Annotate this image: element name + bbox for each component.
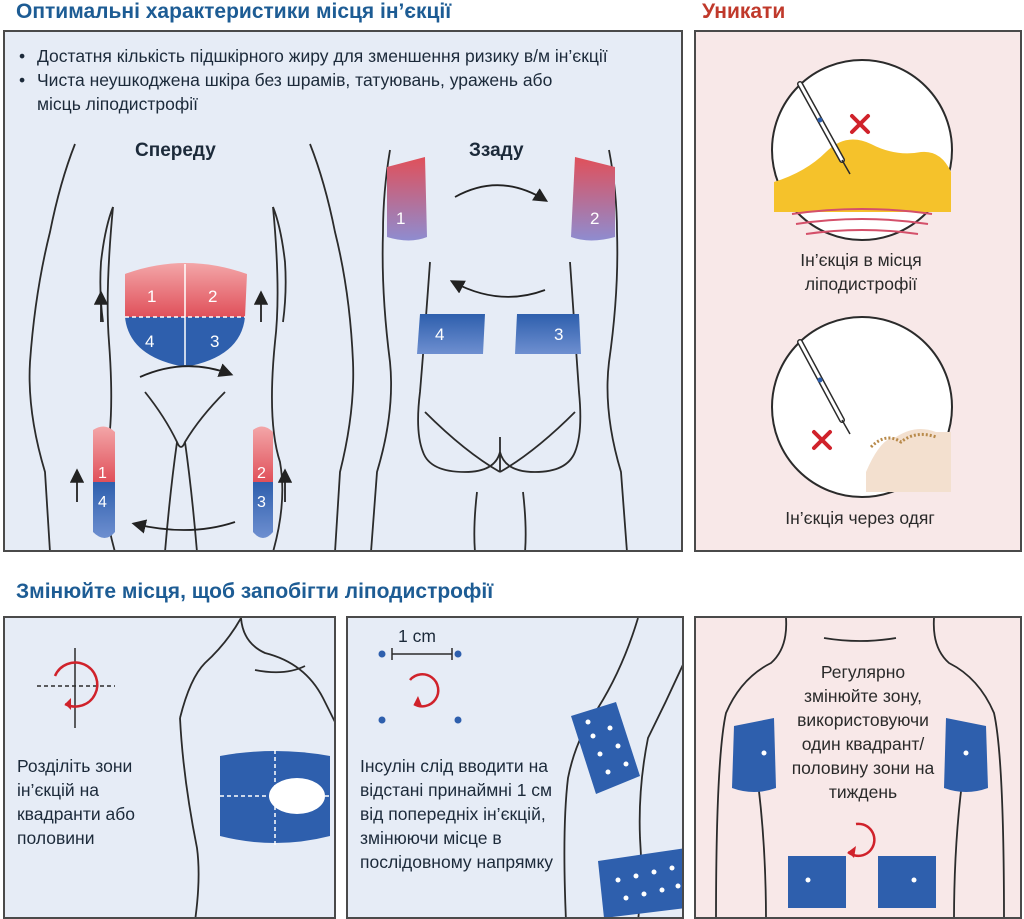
distance-scale-label: 1 cm	[398, 626, 436, 646]
front-thigh-zones	[93, 426, 273, 538]
rotate-distance-panel: 1 cm Інсулін слід вводити на відстані пр…	[346, 616, 684, 919]
weekly-abdomen-zones	[788, 856, 936, 908]
rotate-quadrants-panel: Розділіть зони ін’єкцій на квадранти або…	[3, 616, 336, 919]
previous-injection-dots	[585, 719, 681, 901]
front-thigh-left-number-4: 4	[98, 494, 107, 511]
front-abdomen-zones	[125, 263, 247, 367]
avoid-caption-clothing: Ін’єкція через одяг	[785, 508, 935, 528]
back-arm-zones	[387, 157, 615, 241]
avoid-illustrations	[771, 59, 953, 498]
distance-diagram	[378, 618, 682, 917]
back-rotation-arrows	[449, 184, 549, 298]
front-rotation-arrows	[69, 290, 293, 534]
front-abdomen-number-3: 3	[210, 332, 219, 351]
bullet-skin: Чиста неушкоджена шкіра без шрамів, тату…	[19, 68, 597, 116]
optimal-site-panel: Достатня кількість підшкірного жиру для …	[3, 30, 683, 552]
front-label: Спереду	[135, 140, 216, 161]
through-clothing-illustration	[771, 316, 953, 498]
quadrant-crosshair-icon	[37, 648, 115, 728]
lipodystrophy-illustration	[771, 59, 953, 241]
weekly-text: Регулярно змінюйте зону, використовуючи …	[791, 662, 935, 802]
avoid-panel: Ін’єкція в місця ліподистрофії Ін’єкція …	[694, 30, 1022, 552]
optimal-site-title: Оптимальні характеристики місця ін’єкції	[16, 0, 452, 23]
avoid-title: Уникати	[702, 0, 786, 23]
front-abdomen-number-1: 1	[147, 287, 156, 306]
arm-zone	[571, 702, 640, 794]
bullet-fat: Достатня кількість підшкірного жиру для …	[19, 44, 675, 68]
front-abdomen-number-4: 4	[145, 332, 154, 351]
back-buttock-zones	[417, 314, 581, 354]
quadrants-text: Розділіть зони ін’єкцій на квадранти або…	[17, 756, 135, 848]
rotate-weekly-panel: Регулярно змінюйте зону, використовуючи …	[694, 616, 1022, 919]
back-buttock-number-4: 4	[435, 325, 444, 344]
quadrants-diagram	[37, 618, 334, 917]
back-arm-number-1: 1	[396, 209, 405, 228]
back-buttock-number-3: 3	[554, 325, 563, 344]
weekly-zone-dots	[761, 750, 969, 883]
weekly-rotation-arrow-icon	[847, 822, 876, 858]
abdomen-quadrants	[220, 750, 330, 846]
rotate-title: Змінюйте місця, щоб запобігти ліподистро…	[16, 580, 494, 603]
front-abdomen-number-2: 2	[208, 287, 217, 306]
distance-scale-icon	[378, 648, 462, 724]
avoid-caption-lipodystrophy: Ін’єкція в місця ліподистрофії	[800, 250, 922, 294]
thigh-zone	[598, 848, 682, 917]
front-thigh-right-number-3: 3	[257, 494, 266, 511]
back-label: Ззаду	[469, 140, 524, 161]
torso-outline	[179, 618, 334, 917]
optimal-bullets: Достатня кількість підшкірного жиру для …	[19, 44, 675, 116]
front-thigh-left-number-1: 1	[98, 465, 107, 482]
body-sites-diagram: 1 2 4 3 1 4 2 3	[28, 143, 628, 550]
weekly-rotation-diagram	[715, 618, 1005, 917]
distance-text: Інсулін слід вводити на відстані принайм…	[360, 756, 554, 872]
front-thigh-right-number-2: 2	[257, 465, 266, 482]
back-arm-number-2: 2	[590, 209, 599, 228]
